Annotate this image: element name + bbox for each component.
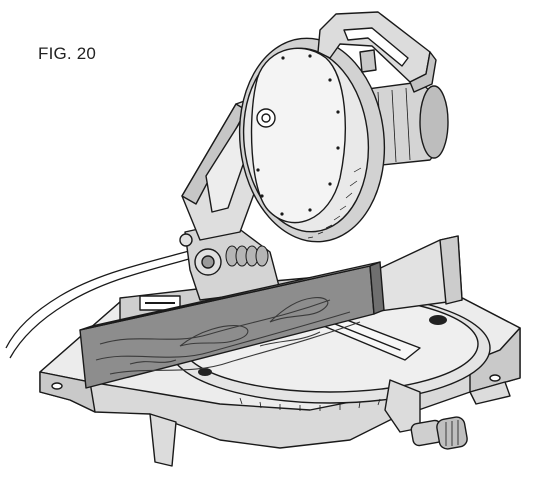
blade-guard <box>238 37 386 243</box>
pivot-spring <box>225 245 269 267</box>
right-fence <box>371 235 463 313</box>
saw-handle <box>317 11 437 93</box>
table-bolt <box>198 368 212 376</box>
mount-hole-right <box>489 374 501 382</box>
wood-grain <box>95 297 361 375</box>
wood-workpiece <box>79 261 385 389</box>
lower-guard-plate <box>250 47 346 224</box>
figure-label: FIG. 20 <box>38 44 97 63</box>
power-cord <box>5 247 201 359</box>
mount-hole-left <box>51 382 63 390</box>
fence-bolt <box>429 315 447 325</box>
miter-arm <box>384 379 468 450</box>
guard-ribs <box>307 167 362 239</box>
